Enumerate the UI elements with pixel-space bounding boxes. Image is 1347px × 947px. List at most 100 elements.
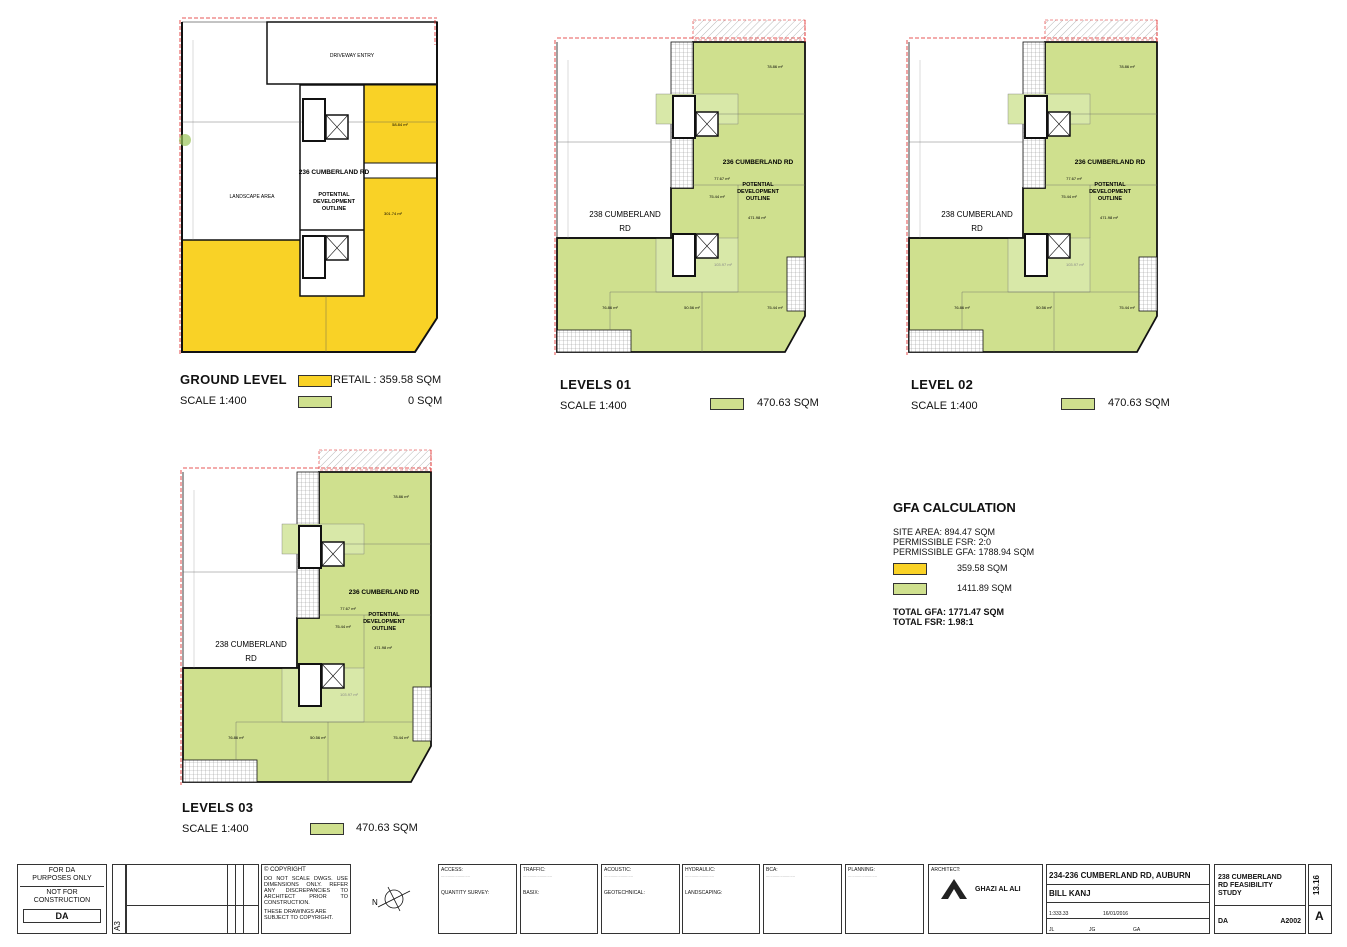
level-01-area: 470.63 SQM — [757, 397, 819, 409]
date-value: 16/01/2016 — [1103, 911, 1129, 917]
residential-swatch — [298, 396, 332, 408]
client-name: BILL KANJ — [1049, 889, 1091, 898]
level-01-scale: SCALE 1:400 — [560, 400, 627, 412]
svg-text:50.56 m²: 50.56 m² — [1036, 305, 1052, 310]
gfa-calculation: GFA CALCULATION SITE AREA: 894.47 SQM PE… — [893, 500, 1113, 627]
drawing-number: A2002 — [1280, 918, 1301, 925]
ground-retail-area: RETAIL : 359.58 SQM — [333, 374, 442, 386]
svg-text:76.86 m²: 76.86 m² — [228, 735, 244, 740]
area-b: 301.74 m² — [384, 211, 403, 216]
sheet-size: A3 — [112, 864, 126, 934]
svg-text:50.56 m²: 50.56 m² — [684, 305, 700, 310]
issue-box: 13.16 A — [1308, 864, 1332, 934]
svg-text:471.98 m²: 471.98 m² — [1100, 215, 1119, 220]
project-box: 234-236 CUMBERLAND RD, AUBURN BILL KANJ … — [1046, 864, 1210, 934]
svg-text:236 CUMBERLAND RD: 236 CUMBERLAND RD — [723, 159, 794, 166]
gfa-residential: 1411.89 SQM — [957, 583, 1012, 593]
svg-text:78.86 m²: 78.86 m² — [767, 64, 783, 69]
project-name: 234-236 CUMBERLAND RD, AUBURN — [1049, 871, 1191, 880]
copyright-box: © COPYRIGHT DO NOT SCALE DWGS. USE DIMEN… — [261, 864, 351, 934]
svg-text:75.44 m²: 75.44 m² — [767, 305, 783, 310]
level-03-scale: SCALE 1:400 — [182, 823, 249, 835]
svg-text:78.86 m²: 78.86 m² — [1119, 64, 1135, 69]
scale-value: 1:333.33 — [1049, 911, 1069, 917]
level-03-title: LEVELS 03 — [182, 800, 254, 815]
area-a: 58.84 m² — [392, 122, 408, 127]
architect-logo-icon — [941, 879, 967, 899]
consultant-acoustic: ACOUSTIC: .......................... GEO… — [601, 864, 680, 934]
svg-text:75.44 m²: 75.44 m² — [709, 194, 725, 199]
driveway-label: DRIVEWAY ENTRY — [330, 53, 375, 59]
svg-text:50.56 m²: 50.56 m² — [310, 735, 326, 740]
project-number: 13.16 — [1312, 875, 1321, 896]
svg-text:75.44 m²: 75.44 m² — [335, 624, 351, 629]
svg-text:76.86 m²: 76.86 m² — [954, 305, 970, 310]
level-01-title: LEVELS 01 — [560, 377, 632, 392]
svg-text:N: N — [372, 898, 378, 907]
architect-name: GHAZI AL ALI — [975, 886, 1021, 893]
retail-swatch — [298, 375, 332, 387]
svg-text:76.86 m²: 76.86 m² — [602, 305, 618, 310]
svg-text:471.98 m²: 471.98 m² — [748, 215, 767, 220]
architect-box: ARCHITECT: GHAZI AL ALI — [928, 864, 1043, 934]
svg-text:78.86 m²: 78.86 m² — [393, 494, 409, 499]
svg-text:103.97 m²: 103.97 m² — [1066, 262, 1085, 267]
drawing-name-3: STUDY — [1218, 890, 1242, 897]
svg-text:RD: RD — [619, 224, 631, 233]
site-label: 236 CUMBERLAND RD — [299, 169, 370, 176]
gfa-title: GFA CALCULATION — [893, 500, 1016, 515]
north-arrow: N — [353, 864, 435, 934]
svg-text:238 CUMBERLAND: 238 CUMBERLAND — [941, 210, 1013, 219]
site-area: SITE AREA: 894.47 SQM — [893, 527, 996, 537]
svg-text:238 CUMBERLAND: 238 CUMBERLAND — [215, 640, 287, 649]
level-02-area: 470.63 SQM — [1108, 397, 1170, 409]
drawing-name-1: 238 CUMBERLAND — [1218, 874, 1282, 881]
drawing-stage: DA — [1218, 918, 1229, 925]
svg-text:RD: RD — [245, 654, 257, 663]
level-02-scale: SCALE 1:400 — [911, 400, 978, 412]
plan-ground-level: DRIVEWAY ENTRY LANDSCAPE AREA 236 CUMBER… — [179, 17, 438, 354]
ground-res-area: 0 SQM — [408, 395, 443, 407]
retail-swatch — [893, 563, 927, 575]
consultant-hydraulic: HYDRAULIC: .......................... LA… — [682, 864, 760, 934]
ground-level-title: GROUND LEVEL — [180, 372, 287, 387]
svg-text:238 CUMBERLAND: 238 CUMBERLAND — [589, 210, 661, 219]
svg-text:77.67 m²: 77.67 m² — [1066, 176, 1082, 181]
svg-text:75.44 m²: 75.44 m² — [1119, 305, 1135, 310]
total-fsr: TOTAL FSR: 1.98:1 — [893, 617, 974, 627]
permissible-gfa: PERMISSIBLE GFA: 1788.94 SQM — [893, 547, 1035, 557]
retail-area-top — [363, 84, 438, 164]
consultant-bca: BCA: .......................... — [763, 864, 842, 934]
drawn-value: JL — [1049, 927, 1055, 933]
svg-text:75.44 m²: 75.44 m² — [393, 735, 409, 740]
svg-text:75.44 m²: 75.44 m² — [1061, 194, 1077, 199]
svg-text:103.97 m²: 103.97 m² — [340, 692, 359, 697]
permissible-fsr: PERMISSIBLE FSR: 2:0 — [893, 537, 992, 547]
svg-text:236 CUMBERLAND RD: 236 CUMBERLAND RD — [349, 589, 420, 596]
floor-plans: DRIVEWAY ENTRY LANDSCAPE AREA 236 CUMBER… — [179, 17, 1161, 786]
residential-swatch — [1061, 398, 1095, 410]
level-02-title: LEVEL 02 — [911, 377, 974, 392]
gfa-retail: 359.58 SQM — [957, 563, 1008, 573]
consultant-traffic: TRAFFIC: .......................... BASI… — [520, 864, 598, 934]
level-03-area: 470.63 SQM — [356, 822, 418, 834]
drawing-name-2: RD FEASIBILITY — [1218, 882, 1273, 889]
consultant-access: ACCESS: .......................... QUANT… — [438, 864, 517, 934]
residential-swatch — [310, 823, 344, 835]
checked-value: JG — [1089, 927, 1096, 933]
status-box: FOR DA PURPOSES ONLY NOT FOR CONSTRUCTIO… — [17, 864, 107, 934]
svg-text:RD: RD — [971, 224, 983, 233]
checked2-value: GA — [1133, 927, 1141, 933]
issue-letter: A — [1315, 909, 1324, 923]
ground-level-scale: SCALE 1:400 — [180, 395, 247, 407]
svg-text:236 CUMBERLAND RD: 236 CUMBERLAND RD — [1075, 159, 1146, 166]
residential-swatch — [710, 398, 744, 410]
north-arrow-icon: N — [372, 886, 411, 912]
